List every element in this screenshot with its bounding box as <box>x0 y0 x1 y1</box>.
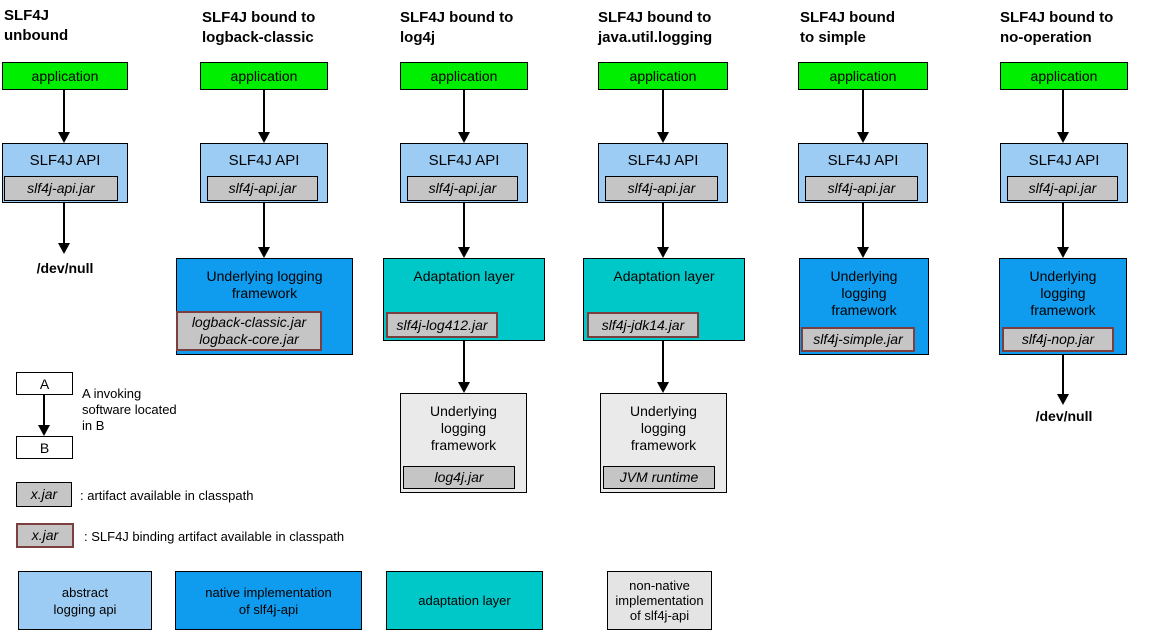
underlying-framework-label: Underlying logging framework <box>630 403 697 453</box>
slf4j-jdk14-jar-box: slf4j-jdk14.jar <box>587 312 699 338</box>
slf4j-api-jar-box: slf4j-api.jar <box>4 176 118 201</box>
arrow-down-icon <box>258 90 270 143</box>
adaptation-layer-label: Adaptation layer <box>613 268 715 284</box>
slf4j-api-box: SLF4J API slf4j-api.jar <box>2 143 128 203</box>
slf4j-api-box: SLF4J API slf4j-api.jar <box>1000 143 1128 203</box>
slf4j-api-box: SLF4J API slf4j-api.jar <box>598 143 728 203</box>
column-title-log4j: SLF4J bound to log4j <box>400 9 514 46</box>
underlying-framework-box: Underlying logging framework JVM runtime <box>600 393 727 493</box>
key-abstract-logging-api: abstract logging api <box>18 571 152 630</box>
arrow-down-icon <box>857 203 869 258</box>
legend-b-box: B <box>16 436 73 459</box>
column-title-jul: SLF4J bound to java.util.logging <box>598 9 713 46</box>
slf4j-api-box: SLF4J API slf4j-api.jar <box>200 143 328 203</box>
application-box: application <box>598 62 728 90</box>
arrow-down-icon <box>657 90 669 143</box>
underlying-framework-box: Underlying logging framework log4j.jar <box>400 393 527 493</box>
arrow-down-icon <box>458 341 470 393</box>
application-box: application <box>2 62 128 90</box>
key-adaptation-layer: adaptation layer <box>386 571 543 630</box>
slf4j-api-jar-box: slf4j-api.jar <box>605 176 718 201</box>
slf4j-api-box: SLF4J API slf4j-api.jar <box>798 143 928 203</box>
slf4j-api-jar-box: slf4j-api.jar <box>805 176 918 201</box>
adaptation-layer-box: Adaptation layer slf4j-jdk14.jar <box>583 258 745 341</box>
arrow-down-icon <box>58 90 70 143</box>
underlying-framework-box: Underlying logging framework slf4j-nop.j… <box>999 258 1127 355</box>
column-title-logback: SLF4J bound to logback-classic <box>202 9 316 46</box>
logback-jars-box: logback-classic.jar logback-core.jar <box>176 311 322 351</box>
column-title-simple: SLF4J bound to simple <box>800 9 895 46</box>
underlying-framework-label: Underlying logging framework <box>430 403 497 453</box>
arrow-down-icon <box>458 90 470 143</box>
legend-artifact-text: : artifact available in classpath <box>80 488 254 503</box>
dev-null-label: /dev/null <box>36 260 94 276</box>
key-native-implementation: native implementation of slf4j-api <box>175 571 362 630</box>
slf4j-api-label: SLF4J API <box>1028 152 1100 169</box>
arrow-down-icon <box>1057 90 1069 143</box>
application-box: application <box>200 62 328 90</box>
arrow-down-icon <box>657 203 669 258</box>
slf4j-api-label: SLF4J API <box>428 152 500 169</box>
underlying-framework-label: Underlying logging framework <box>1029 268 1097 318</box>
slf4j-api-label: SLF4J API <box>228 152 300 169</box>
arrow-down-icon <box>458 203 470 258</box>
arrow-down-icon <box>657 341 669 393</box>
slf4j-log4j-jar-box: slf4j-log412.jar <box>386 312 498 338</box>
dev-null-label: /dev/null <box>1035 408 1093 424</box>
legend-binding-jar-box: x.jar <box>16 523 74 548</box>
underlying-framework-box: Underlying logging framework slf4j-simpl… <box>799 258 929 355</box>
slf4j-api-box: SLF4J API slf4j-api.jar <box>400 143 528 203</box>
legend-binding-text: : SLF4J binding artifact available in cl… <box>84 529 345 544</box>
underlying-framework-box: Underlying logging framework logback-cla… <box>176 258 353 355</box>
legend-a-box: A <box>16 372 73 395</box>
underlying-framework-label: Underlying logging framework <box>206 268 323 301</box>
column-title-nop: SLF4J bound to no-operation <box>1000 9 1114 46</box>
slf4j-api-label: SLF4J API <box>827 152 899 169</box>
jvm-runtime-box: JVM runtime <box>603 466 715 489</box>
log4j-jar-box: log4j.jar <box>403 466 515 489</box>
arrow-down-icon <box>258 203 270 258</box>
arrow-down-icon <box>1057 203 1069 258</box>
slf4j-api-label: SLF4J API <box>627 152 699 169</box>
underlying-framework-label: Underlying logging framework <box>830 268 898 318</box>
arrow-down-icon <box>58 203 70 254</box>
arrow-down-icon <box>1057 355 1069 405</box>
application-box: application <box>400 62 528 90</box>
slf4j-api-jar-box: slf4j-api.jar <box>207 176 318 201</box>
legend-invoke-text: A invoking software located in B <box>82 386 177 433</box>
slf4j-api-label: SLF4J API <box>29 152 101 169</box>
slf4j-api-jar-box: slf4j-api.jar <box>1007 176 1118 201</box>
column-title-unbound: SLF4J unbound <box>4 7 69 44</box>
application-box: application <box>1000 62 1128 90</box>
slf4j-nop-jar-box: slf4j-nop.jar <box>1002 327 1114 352</box>
slf4j-api-jar-box: slf4j-api.jar <box>407 176 518 201</box>
application-box: application <box>798 62 928 90</box>
arrow-down-icon <box>38 395 50 436</box>
slf4j-simple-jar-box: slf4j-simple.jar <box>801 327 915 352</box>
adaptation-layer-label: Adaptation layer <box>413 268 515 284</box>
legend-artifact-jar-box: x.jar <box>16 482 72 507</box>
key-non-native-implementation: non-native implementation of slf4j-api <box>607 571 712 630</box>
arrow-down-icon <box>857 90 869 143</box>
adaptation-layer-box: Adaptation layer slf4j-log412.jar <box>383 258 545 341</box>
